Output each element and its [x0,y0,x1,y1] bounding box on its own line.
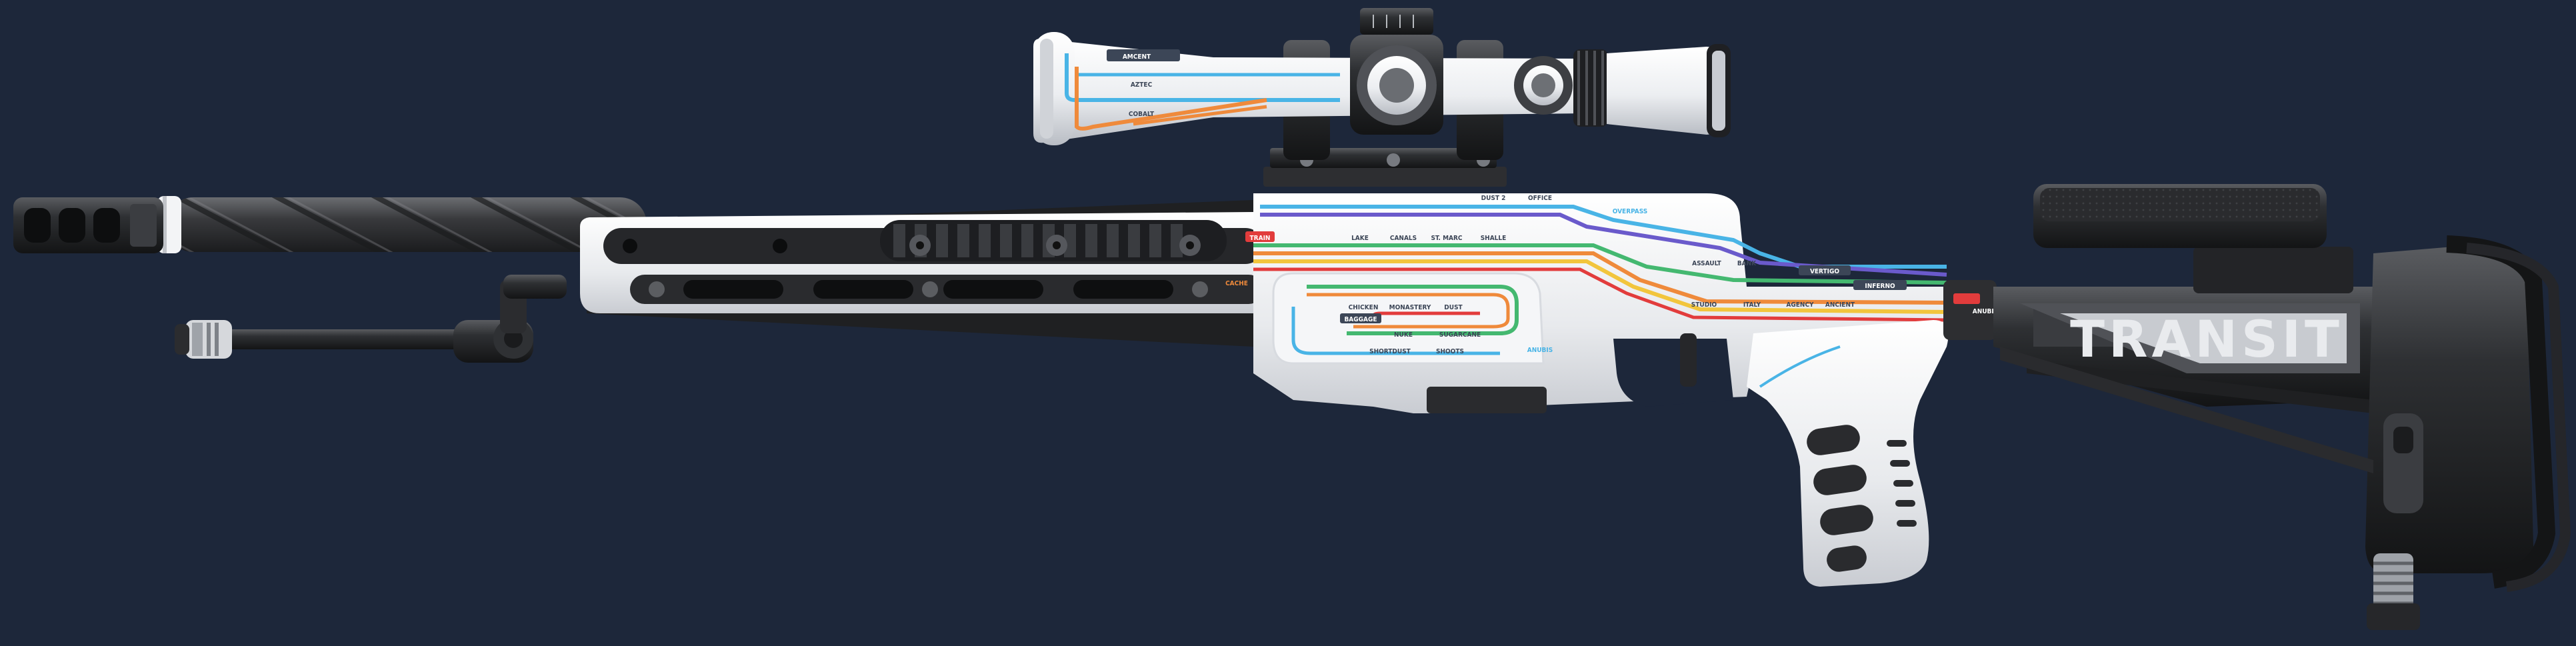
label-st-marc: ST. MARC [1431,235,1462,242]
scope-label-ancient: AMCENT [1123,53,1151,61]
label-lake: LAKE [1351,235,1369,242]
label-shortdust: SHORTDUST [1369,348,1411,355]
label-dust: DUST [1444,304,1463,311]
barrel [157,196,647,253]
label-office: OFFICE [1528,195,1552,202]
scope: AMCENT AZTEC COBALT [1033,8,1731,187]
handguard [580,200,1280,347]
label-shoots: SHOOTS [1436,348,1464,355]
label-monastery: MONASTERY [1389,304,1431,311]
badge-baggage: BAGGAGE [1344,316,1377,323]
scope-label-cobalt: COBALT [1129,111,1155,118]
label-anubis-lower: ANUBIS [1527,347,1553,354]
stock: ANUBIS TRANSIT [1943,184,2571,630]
badge-vertigo: VERTIGO [1810,268,1839,275]
label-studio: STUDIO [1691,301,1717,309]
badge-anubis-stock: ANUBIS [1973,308,1998,315]
label-dust2: DUST 2 [1481,195,1506,202]
label-cache: CACHE [1225,280,1248,287]
bipod [175,275,567,363]
label-overpass: OVERPASS [1613,208,1648,215]
label-bank: BANK [1737,260,1757,267]
label-ancient: ANCIENT [1825,301,1855,309]
label-assault: ASSAULT [1692,260,1722,267]
receiver: TRAIN BAGGAGE VERTIGO INFERNO DUST 2 OFF… [1225,193,1957,413]
pistol-grip [1747,320,1949,587]
label-shalle: SHALLE [1481,235,1507,242]
label-chicken: CHICKEN [1349,304,1379,311]
label-nuke: NUKE [1394,331,1413,339]
label-sugarcane: SUGARCANE [1439,331,1481,339]
label-italy: ITALY [1743,301,1761,309]
badge-inferno: INFERNO [1865,283,1895,290]
scope-label-aztec: AZTEC [1131,81,1153,89]
stock-transit-text: TRANSIT [2070,309,2343,369]
label-canals: CANALS [1390,235,1417,242]
badge-train: TRAIN [1250,235,1271,242]
muzzle-brake [13,197,163,253]
label-agency: AGENCY [1786,301,1814,309]
